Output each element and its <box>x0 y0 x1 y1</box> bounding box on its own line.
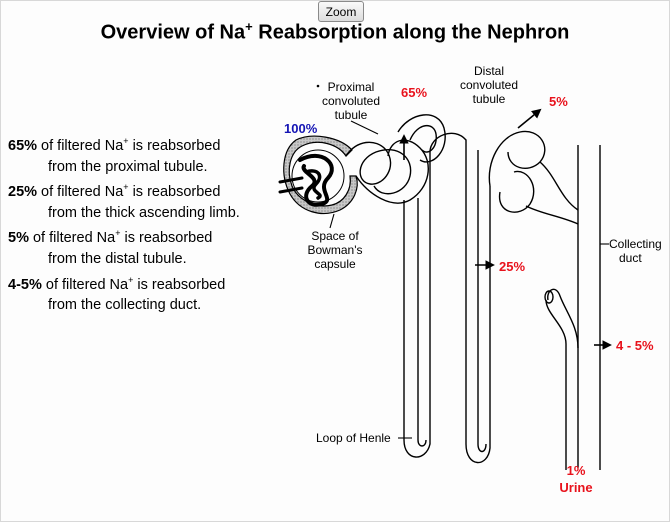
summary-percent: 4-5% <box>8 276 42 293</box>
summary-percent: 65% <box>8 137 38 154</box>
label-distal-1: Distal <box>474 64 504 78</box>
summary-text: is reabsorbed <box>133 276 226 293</box>
zoom-button[interactable]: Zoom <box>318 1 364 22</box>
label-proximal-3: tubule <box>335 108 368 122</box>
loop-of-henle <box>403 132 491 464</box>
leader-lines <box>316 84 612 439</box>
label-proximal-1: Proximal <box>328 80 375 94</box>
summary-percent: 5% <box>8 230 29 247</box>
summary-line: 25% of filtered Na+ is reabsorbed <box>8 177 298 203</box>
percent-urine: 1% <box>567 463 586 478</box>
glomerulus <box>278 135 358 215</box>
summary-line: 65% of filtered Na+ is reabsorbed <box>8 131 298 157</box>
summary-item-collecting: 4-5% of filtered Na+ is reabsorbed from … <box>8 270 298 316</box>
label-distal-3: tubule <box>473 92 506 106</box>
summary-line: 5% of filtered Na+ is reabsorbed <box>8 223 298 249</box>
label-urine: Urine <box>559 480 592 495</box>
label-bowman-1: Space of <box>311 229 359 243</box>
summary-item-proximal: 65% of filtered Na+ is reabsorbed from t… <box>8 131 298 177</box>
page-title: Overview of Na+ Reabsorption along the N… <box>0 19 670 45</box>
summary-source: from the distal tubule. <box>48 251 187 267</box>
label-distal-2: convoluted <box>460 78 518 92</box>
summary-text: of filtered Na <box>37 184 124 201</box>
title-text: Overview of Na <box>100 21 246 44</box>
summary-source: from the thick ascending limb. <box>48 204 240 221</box>
summary-percent: 25% <box>8 184 38 201</box>
summary-text: of filtered Na <box>37 137 124 154</box>
distal-tubule <box>488 130 579 225</box>
summary-sup: + <box>128 274 134 285</box>
summary-item-distal: 5% of filtered Na+ is reabsorbed from th… <box>8 223 298 269</box>
percent-collecting: 4 - 5% <box>616 338 654 353</box>
percent-ascending: 25% <box>499 259 525 274</box>
summary-item-ascending: 25% of filtered Na+ is reabsorbed from t… <box>8 177 298 223</box>
summary-text: of filtered Na <box>41 276 129 293</box>
label-bowman-3: capsule <box>314 257 356 271</box>
reabsorption-summary: 65% of filtered Na+ is reabsorbed from t… <box>8 131 298 316</box>
collecting-duct <box>544 145 601 470</box>
summary-sup: + <box>115 228 121 239</box>
label-bowman-2: Bowman's <box>308 243 363 257</box>
summary-text: is reabsorbed <box>128 184 221 201</box>
summary-text: of filtered Na <box>28 230 116 247</box>
percent-distal: 5% <box>549 94 568 109</box>
summary-sup: + <box>123 182 129 193</box>
summary-sup: + <box>123 136 129 146</box>
summary-text: is reabsorbed <box>120 230 213 247</box>
label-collecting-1: Collecting <box>609 237 662 251</box>
percent-proximal: 65% <box>401 85 427 100</box>
title-superscript: + <box>245 19 253 34</box>
summary-text: is reabsorbed <box>128 137 221 154</box>
summary-line: 4-5% of filtered Na+ is reabsorbed <box>8 270 298 296</box>
title-text-rest: Reabsorption along the Nephron <box>252 21 570 44</box>
label-collecting-2: duct <box>619 251 642 265</box>
label-proximal-2: convoluted <box>322 94 380 108</box>
percent-filtered: 100% <box>284 121 318 136</box>
summary-source: from the proximal tubule. <box>48 158 208 175</box>
label-loop: Loop of Henle <box>316 431 391 445</box>
summary-source: from the collecting duct. <box>48 297 202 314</box>
